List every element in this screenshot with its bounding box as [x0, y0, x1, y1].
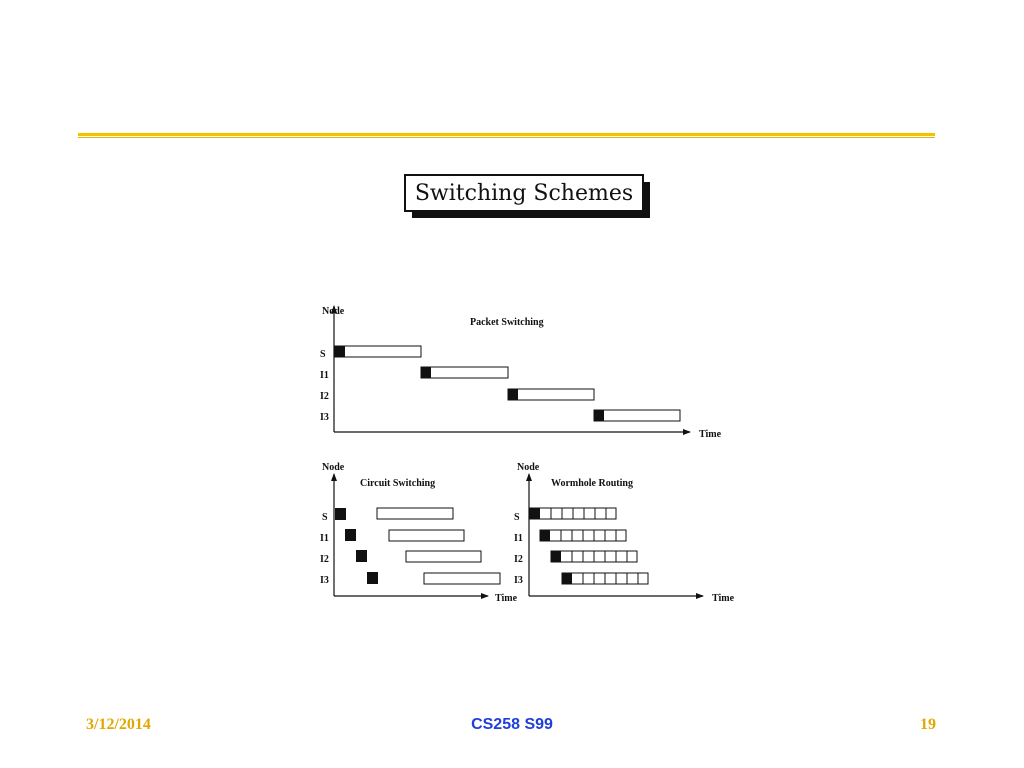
- packet-x-axis-label: Time: [699, 429, 722, 440]
- circuit-probe: [345, 529, 356, 541]
- circuit-node-label: S: [322, 512, 328, 523]
- packet-panel-title: Packet Switching: [470, 317, 544, 328]
- circuit-node-label: I3: [320, 575, 329, 586]
- footer-date: 3/12/2014: [86, 716, 151, 733]
- circuit-node-label: I1: [320, 533, 329, 544]
- circuit-panel-title: Circuit Switching: [360, 478, 435, 489]
- wormhole-flit-train: [561, 572, 649, 585]
- circuit-y-axis-label: Node: [322, 462, 345, 473]
- slide-title-frame: Switching Schemes: [404, 174, 650, 218]
- packet-header-flit: [594, 410, 604, 421]
- circuit-data-bar: [376, 507, 454, 520]
- packet-bar: [507, 388, 595, 401]
- wormhole-x-axis-label: Time: [712, 593, 735, 604]
- packet-header-flit: [421, 367, 431, 378]
- packet-node-label: S: [320, 349, 326, 360]
- wormhole-flit-train: [529, 507, 617, 520]
- title-rule-thin: [78, 137, 935, 138]
- packet-header-flit: [335, 346, 345, 357]
- packet-bar: [334, 345, 422, 358]
- packet-node-label: I2: [320, 391, 329, 402]
- panel-wormhole-routing: Node Wormhole Routing Time S I1 I2 I3: [514, 462, 735, 604]
- slide-title: Switching Schemes: [404, 174, 644, 212]
- wormhole-node-label: I3: [514, 575, 523, 586]
- packet-header-flit: [508, 389, 518, 400]
- wormhole-flit-train: [539, 529, 627, 542]
- circuit-data-bar: [405, 550, 482, 563]
- title-rule: [78, 133, 935, 136]
- wormhole-node-label: I1: [514, 533, 523, 544]
- wormhole-y-axis-label: Node: [517, 462, 540, 473]
- wormhole-node-label: S: [514, 512, 520, 523]
- wormhole-panel-title: Wormhole Routing: [551, 478, 633, 489]
- circuit-x-axis-label: Time: [495, 593, 518, 604]
- circuit-probe: [367, 572, 378, 584]
- panel-packet-switching: Node Packet Switching Time S I1 I2 I3: [320, 305, 722, 440]
- wormhole-node-label: I2: [514, 554, 523, 565]
- panel-circuit-switching: Node Circuit Switching Time S I1 I2 I3: [320, 462, 518, 604]
- packet-bar: [420, 366, 509, 379]
- footer-page-number: 19: [920, 716, 936, 733]
- packet-node-label: I1: [320, 370, 329, 381]
- circuit-node-label: I2: [320, 554, 329, 565]
- packet-bar: [593, 409, 681, 422]
- packet-y-axis-label: Node: [322, 306, 345, 317]
- circuit-data-bar: [423, 572, 501, 585]
- circuit-probe: [356, 550, 367, 562]
- packet-node-label: I3: [320, 412, 329, 423]
- circuit-data-bar: [388, 529, 465, 542]
- circuit-probe: [335, 508, 346, 520]
- wormhole-flit-train: [550, 550, 638, 563]
- footer-course: CS258 S99: [471, 716, 553, 733]
